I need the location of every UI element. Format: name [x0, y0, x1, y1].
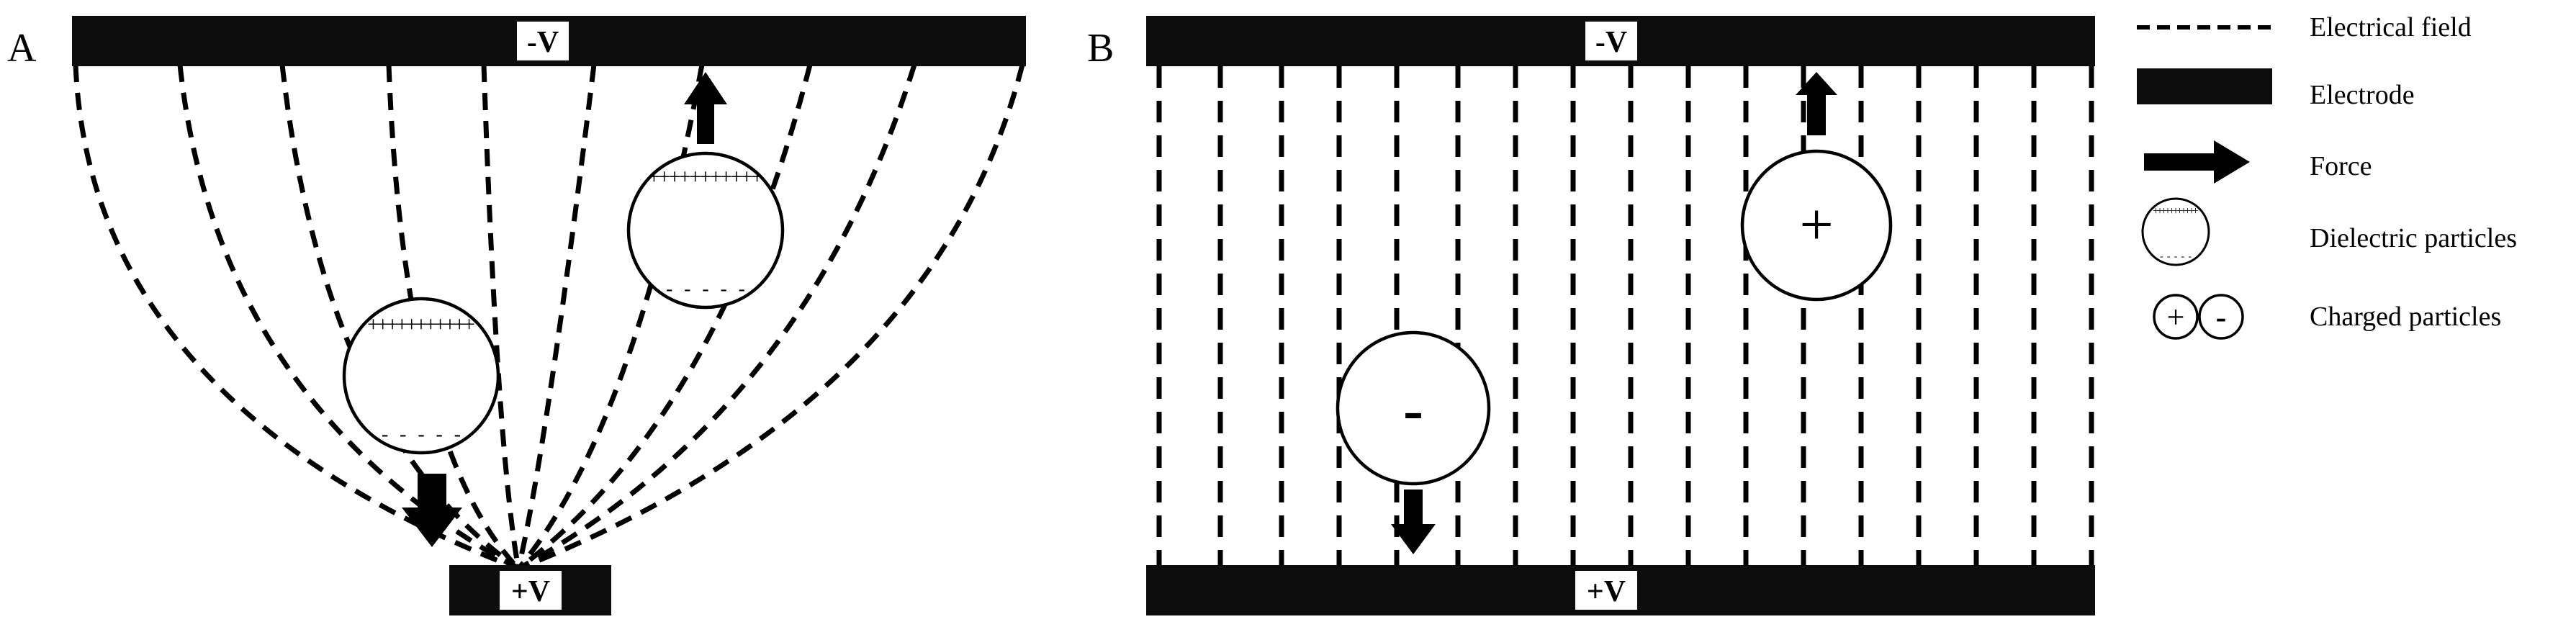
legend-label-force: Force [2310, 151, 2372, 181]
panel-b-bottom-electrode-label: +V [1587, 575, 1626, 608]
positive-icon-sign: + [2167, 299, 2185, 335]
panel-b-top-label-box [1585, 22, 1637, 60]
legend-label-electrical-field: Electrical field [2310, 12, 2472, 42]
particle-top-charges: + + + + + + + + + + + [367, 312, 475, 336]
panel-b: B -V +V [1087, 16, 2095, 615]
field-line [516, 64, 705, 571]
panel-a-top-label-box [517, 22, 569, 60]
charged-particle-icon: + - [2153, 294, 2244, 340]
force-arrow-down [402, 474, 462, 547]
field-line [481, 64, 521, 569]
legend-label-electrode: Electrode [2310, 80, 2415, 110]
force-arrow-up [1796, 72, 1837, 135]
black-bar-icon [2137, 68, 2272, 104]
negative-icon-body [2198, 294, 2244, 340]
panel-b-top-electrode-label: -V [1595, 26, 1627, 59]
panel-a-bottom-label-box [500, 571, 562, 610]
panel-b-field-lines [1156, 66, 2094, 565]
particle-bottom-charges: - - - - - [666, 278, 745, 300]
negative-charged-particle: - [1336, 330, 1491, 486]
legend: Electrical field Electrode Force + + + +… [2137, 12, 2517, 340]
panel-a-field-lines [73, 63, 1025, 572]
dielectric-particle-upper: + + + + + + + + + + + - - - - - [626, 151, 785, 310]
particle-body [626, 151, 785, 310]
negative-icon-sign: - [2216, 299, 2227, 335]
particle-top-charges: + + + + + + + + + + + [2153, 205, 2199, 217]
panel-b-label: B [1087, 26, 1114, 71]
legend-label-dielectric-particles: Dielectric particles [2310, 223, 2517, 253]
legend-label-charged-particles: Charged particles [2310, 302, 2501, 332]
particle-body [1740, 149, 1893, 302]
field-line [516, 64, 813, 571]
particle-bottom-charges: - - - - - [382, 423, 461, 446]
arrow-right-icon [2144, 140, 2250, 184]
particle-body [2141, 197, 2210, 266]
particle-body [342, 297, 500, 455]
field-line [515, 64, 597, 569]
positive-sign: + [1799, 191, 1833, 258]
force-arrow-up [684, 72, 727, 144]
dielectric-particle-icon: + + + + + + + + + + + - - - - - [2141, 197, 2210, 266]
field-line [517, 63, 917, 572]
panel-b-bottom-label-box [1575, 571, 1637, 610]
panel-a: A -V +V + + + + + + + + + + + - - - - - [7, 16, 1026, 615]
positive-icon-body [2153, 294, 2199, 340]
particle-top-charges: + + + + + + + + + + + [648, 165, 763, 189]
negative-sign: - [1403, 376, 1423, 443]
dielectric-particle-lower: + + + + + + + + + + + - - - - - [342, 297, 500, 455]
particle-body [1336, 330, 1491, 486]
force-arrow-down [1391, 490, 1436, 554]
particle-bottom-charges: - - - - - [2160, 251, 2192, 262]
panel-a-label: A [7, 26, 37, 71]
positive-charged-particle: + [1740, 149, 1893, 302]
panel-a-bottom-electrode-label: +V [511, 575, 550, 608]
field-line [73, 64, 520, 572]
panel-a-top-electrode-label: -V [527, 26, 559, 59]
field-line [517, 64, 1025, 572]
